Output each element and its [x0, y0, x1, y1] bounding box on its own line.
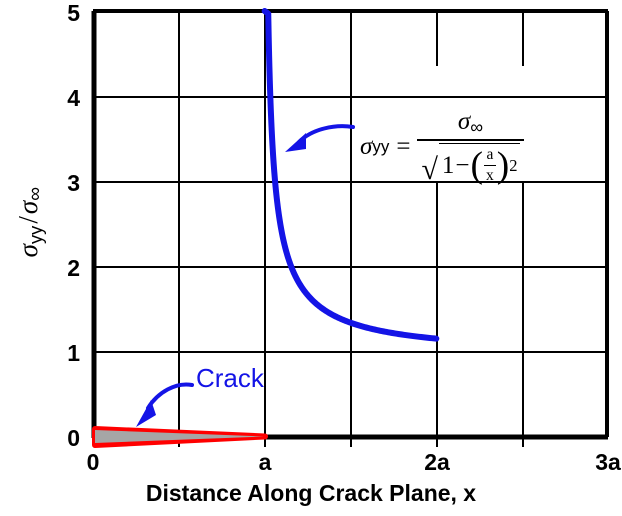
inner-numerator-a: a	[486, 145, 494, 163]
equation-equals: =	[396, 132, 411, 160]
y-tick-label-4: 4	[67, 85, 80, 111]
crack-label: Crack	[196, 363, 264, 393]
y-tick-label-1: 1	[67, 340, 80, 366]
grid-vertical-full	[178, 11, 352, 437]
x-tick-label-a: a	[258, 449, 272, 475]
equation-lhs-sigma: σ	[360, 132, 373, 160]
inner-denominator-x: x	[486, 167, 494, 185]
numerator-subscript-infinity: ∞	[470, 116, 484, 137]
y-tick-label-2: 2	[67, 255, 80, 281]
y-tick-label-5: 5	[67, 0, 80, 26]
x-axis-title: Distance Along Crack Plane, x	[145, 480, 477, 506]
equation-fraction: σ∞ √ 1 − ( a x ) 2	[417, 108, 524, 185]
crack-fill	[95, 430, 264, 443]
crack-callout-arrow	[136, 382, 194, 427]
exponent-two: 2	[509, 155, 518, 175]
radicand-one: 1	[441, 151, 455, 179]
radical: √ 1 − ( a x ) 2	[421, 142, 520, 187]
inner-fraction-bar	[484, 164, 496, 167]
y-axis-sigma-2: σ	[12, 200, 43, 215]
y-tick-label-0: 0	[67, 425, 80, 451]
curve-callout-arrow	[285, 124, 355, 152]
radical-sign: √	[421, 153, 438, 187]
crack-wedge	[92, 426, 268, 448]
grid-horizontal	[93, 96, 608, 353]
stress-curve	[261, 8, 440, 342]
y-axis-title: σyy/σ∞	[13, 92, 47, 352]
y-axis-slash: /	[12, 216, 43, 224]
equation-lhs-subscript: yy	[372, 136, 390, 156]
y-axis-sub-yy: yy	[25, 225, 47, 245]
grid-vertical-top-ticks	[436, 11, 524, 66]
paren-close: )	[496, 144, 510, 186]
radical-contents: 1 − ( a x ) 2	[438, 142, 520, 186]
y-axis-sigma-1: σ	[12, 244, 43, 258]
curve-arrow-head	[285, 133, 306, 152]
x-tick-label-3a: 3a	[595, 449, 621, 475]
y-axis-sub-infinity: ∞	[24, 186, 47, 201]
radicand-minus: −	[455, 151, 470, 179]
paren-open: (	[470, 144, 484, 186]
axis-left-ticks	[94, 266, 104, 353]
inner-fraction-a-over-x: a x	[484, 146, 496, 185]
fraction-bar	[417, 138, 524, 141]
equation-denominator: √ 1 − ( a x ) 2	[417, 141, 523, 185]
equation-numerator: σ∞	[448, 108, 493, 139]
crack-arrow-head	[136, 400, 156, 427]
y-tick-label-3: 3	[67, 170, 80, 196]
x-tick-label-2a: 2a	[424, 449, 450, 475]
x-tick-label-0: 0	[86, 449, 100, 475]
grid-vertical-partial	[436, 182, 524, 437]
numerator-sigma: σ	[457, 108, 471, 135]
